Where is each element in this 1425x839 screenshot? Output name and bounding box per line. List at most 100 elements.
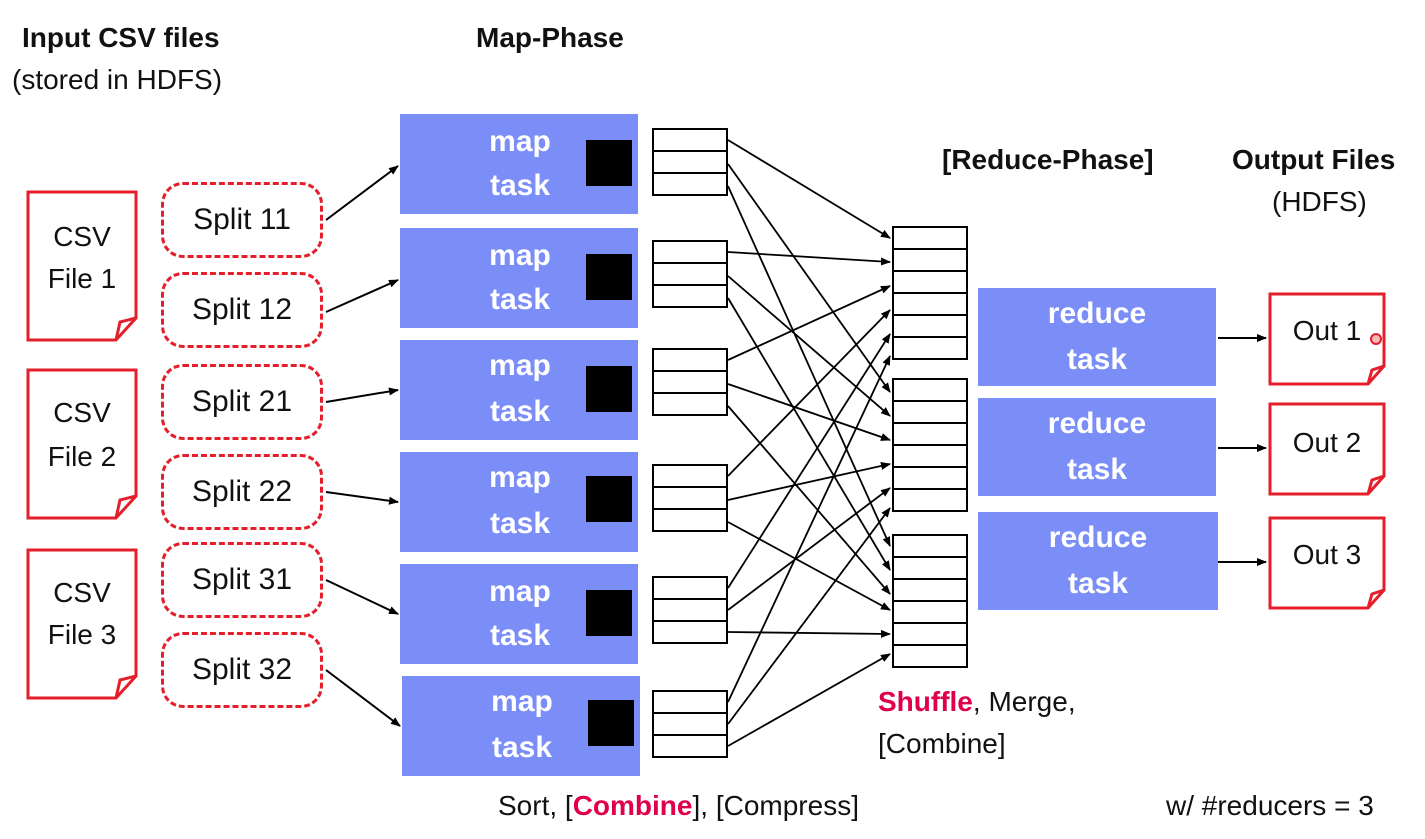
shuffle-arrow [727, 297, 891, 571]
document-icon [1268, 402, 1386, 496]
map-task-label: task [489, 283, 551, 316]
output-files-subtitle: (HDFS) [1272, 186, 1367, 217]
document-icon [26, 368, 138, 520]
buffer-square-icon [588, 700, 634, 746]
reduce-task-label: task [1067, 567, 1129, 600]
output-file-3-label: Out 3 [1292, 539, 1362, 570]
map-output-buffer-3 [652, 348, 728, 416]
reduce-task-label: reduce [1047, 297, 1147, 330]
split-to-map-arrow [325, 279, 399, 313]
split-to-map-arrow [325, 387, 399, 403]
map-task-label: map [489, 239, 551, 272]
split-32: Split 32 [161, 632, 323, 708]
split-to-map-arrow [325, 491, 399, 505]
map-phase-title: Map-Phase [476, 22, 624, 53]
csv-file-3-line1: CSV [53, 577, 111, 608]
map-task-3: map task [400, 340, 638, 440]
split-11: Split 11 [161, 182, 323, 258]
reduce-task-3: reduce task [978, 512, 1218, 610]
document-icon [26, 548, 138, 700]
output-file-1: Out 1 [1268, 292, 1386, 386]
csv-file-3: CSV File 3 [26, 548, 138, 700]
reduce-task-label: reduce [1047, 407, 1147, 440]
input-files-title: Input CSV files [22, 22, 220, 53]
map-task-label: task [489, 395, 551, 428]
reduce-task-1: reduce task [978, 288, 1216, 386]
shuffle-highlight: Shuffle [878, 686, 973, 717]
shuffle-arrow [727, 487, 891, 611]
shuffle-rest: , Merge, [972, 686, 1076, 717]
csv-file-1-line2: File 1 [47, 263, 117, 294]
output-file-2-label: Out 2 [1292, 427, 1362, 458]
buffer-square-icon [586, 366, 632, 412]
output-file-3: Out 3 [1268, 516, 1386, 610]
map-task-label: task [489, 619, 551, 652]
split-21: Split 21 [161, 364, 323, 440]
pointer-dot-icon [1370, 333, 1382, 345]
map-task-6: map task [402, 676, 640, 776]
shuffle-arrow [727, 275, 891, 417]
map-output-buffer-1 [652, 128, 728, 196]
sort-caption-post: ], [Compress] [692, 790, 859, 821]
map-task-label: task [489, 507, 551, 540]
output-files-title: Output Files [1232, 144, 1396, 175]
sort-caption: Sort, [Combine], [Compress] [498, 790, 859, 822]
csv-file-2-line1: CSV [53, 397, 111, 428]
output-file-2: Out 2 [1268, 402, 1386, 496]
buffer-square-icon [586, 590, 632, 636]
shuffle-arrow [727, 285, 891, 361]
map-output-buffer-5 [652, 576, 728, 644]
shuffle-arrow [727, 507, 891, 725]
map-task-5: map task [400, 564, 638, 664]
map-output-buffer-2 [652, 240, 728, 308]
shuffle-arrow [727, 309, 891, 477]
map-task-2: map task [400, 228, 638, 328]
map-output-buffer-4 [652, 464, 728, 532]
output-file-1-label: Out 1 [1292, 315, 1362, 346]
shuffle-arrow [727, 629, 891, 638]
shuffle-arrow [727, 521, 891, 611]
sort-caption-pre: Sort, [ [498, 790, 573, 821]
shuffle-arrow [727, 333, 891, 589]
csv-file-1: CSV File 1 [26, 190, 138, 342]
map-task-4: map task [400, 452, 638, 552]
shuffle-arrow [727, 653, 891, 747]
document-icon [26, 190, 138, 342]
reduce-task-label: task [1066, 453, 1128, 486]
csv-file-3-line2: File 3 [47, 619, 117, 650]
map-output-buffer-6 [652, 690, 728, 758]
reduce-task-label: reduce [1048, 521, 1148, 554]
input-files-subtitle: (stored in HDFS) [12, 64, 223, 95]
buffer-square-icon [586, 476, 632, 522]
reduce-task-label: task [1066, 343, 1128, 376]
shuffle-arrow [727, 462, 891, 501]
map-task-label: map [489, 461, 551, 494]
shuffle-arrow [727, 405, 891, 595]
shuffle-arrow [727, 185, 891, 547]
map-task-1: map task [400, 114, 638, 214]
map-task-label: map [489, 125, 551, 158]
map-task-label: task [491, 731, 553, 764]
buffer-square-icon [586, 140, 632, 186]
reduce-input-buffer-3 [892, 534, 968, 668]
shuffle-arrow [727, 251, 891, 266]
combine-highlight: Combine [572, 790, 693, 821]
map-task-label: map [491, 685, 553, 718]
shuffle-arrow [727, 355, 891, 703]
split-12: Split 12 [161, 272, 323, 348]
split-to-map-arrow [325, 165, 399, 221]
shuffle-caption-line1: Shuffle, Merge, [878, 686, 1076, 718]
document-icon [1268, 516, 1386, 610]
csv-file-2: CSV File 2 [26, 368, 138, 520]
split-to-map-arrow [325, 579, 399, 615]
split-22: Split 22 [161, 454, 323, 530]
buffer-square-icon [586, 254, 632, 300]
reduce-input-buffer-2 [892, 378, 968, 512]
map-task-label: map [489, 349, 551, 382]
shuffle-arrow [727, 163, 891, 393]
shuffle-arrow [727, 383, 891, 441]
reducers-note: w/ #reducers = 3 [1166, 790, 1374, 821]
csv-file-2-line2: File 2 [47, 441, 117, 472]
split-to-map-arrow [325, 669, 401, 727]
